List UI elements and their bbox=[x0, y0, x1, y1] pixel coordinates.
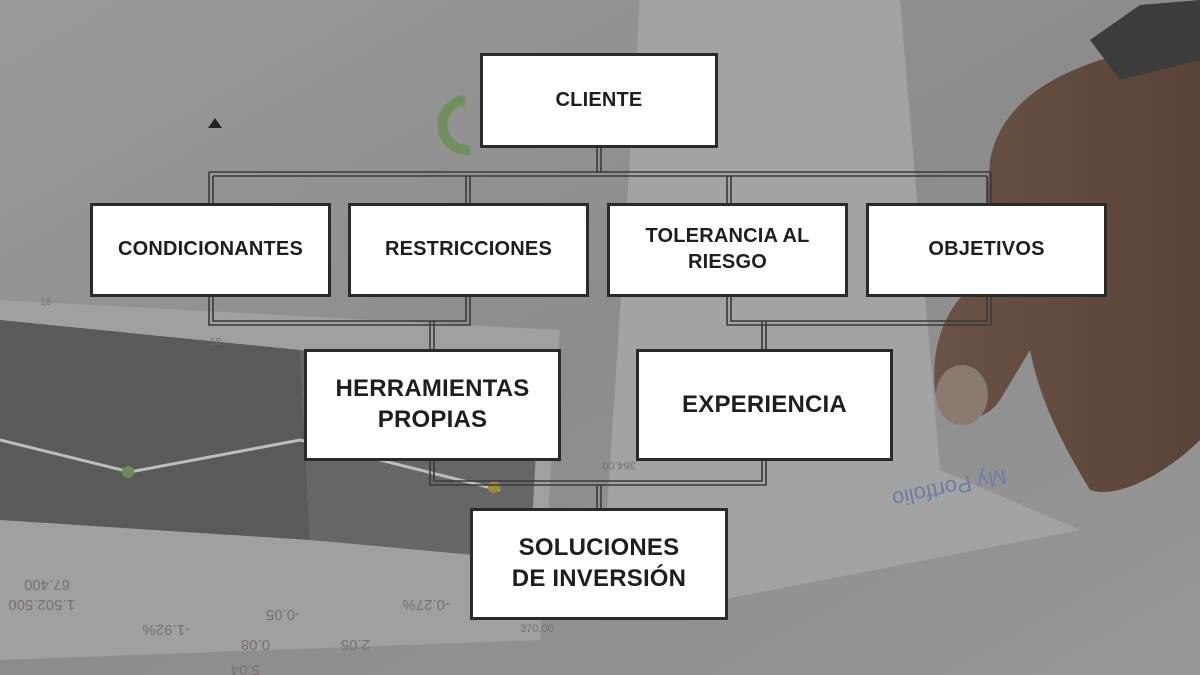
background-triangle-icon bbox=[208, 118, 222, 128]
background-axis-value: 370.00 bbox=[520, 623, 554, 635]
background-table-value: 1.502.500 bbox=[8, 596, 75, 613]
node-cliente-label: CLIENTE bbox=[555, 88, 643, 111]
background-chart-line bbox=[0, 438, 501, 492]
connector-drop-soluciones bbox=[596, 485, 602, 508]
background-axis-value: 364.00 bbox=[602, 459, 636, 471]
node-soluciones-label: SOLUCIONES DE INVERSIÓN bbox=[511, 534, 687, 592]
node-tolerancia-label: TOLERANCIA AL RIESGO bbox=[645, 225, 810, 273]
background-table-value: -0.27% bbox=[402, 596, 450, 613]
background-table-value: 67.400 bbox=[24, 576, 70, 593]
background-donut bbox=[437, 95, 471, 156]
background-axis-tick: 18 bbox=[40, 297, 52, 308]
connector-drop-experiencia bbox=[761, 321, 767, 349]
connector-drop-objetivos bbox=[986, 172, 992, 203]
node-cliente: CLIENTE bbox=[480, 53, 718, 148]
background-fingernail bbox=[936, 365, 988, 425]
node-herramientas-label: HERRAMIENTAS PROPIAS bbox=[335, 375, 530, 433]
paper-sheet bbox=[600, 0, 1080, 620]
connector-drop-tolerancia bbox=[726, 176, 732, 203]
connector-top-bus bbox=[209, 171, 991, 177]
background-chart-area bbox=[0, 320, 310, 540]
background-table-value: -1.92% bbox=[142, 621, 190, 638]
node-soluciones-de-inversion: SOLUCIONES DE INVERSIÓN bbox=[470, 508, 728, 620]
background-chart-dot-2 bbox=[488, 481, 500, 493]
background-table-value: 2.05 bbox=[341, 636, 370, 653]
background-watch bbox=[1090, 0, 1200, 80]
node-restricciones-label: RESTRICCIONES bbox=[384, 238, 553, 261]
node-restricciones: RESTRICCIONES bbox=[348, 203, 589, 297]
node-tolerancia-al-riesgo: TOLERANCIA AL RIESGO bbox=[607, 203, 848, 297]
node-objetivos: OBJETIVOS bbox=[866, 203, 1107, 297]
connector-drop-condicionantes bbox=[208, 172, 214, 203]
background-chart-dot bbox=[122, 466, 134, 478]
background-table-value: -0.05 bbox=[266, 606, 300, 623]
connector-left-bus bbox=[208, 297, 471, 326]
node-condicionantes-label: CONDICIONANTES bbox=[117, 238, 304, 261]
node-objetivos-label: OBJETIVOS bbox=[928, 238, 1045, 261]
connector-drop-restricciones bbox=[465, 176, 471, 203]
connector-right-bus bbox=[726, 297, 992, 326]
connector-drop-herramientas bbox=[429, 321, 435, 349]
connector-bottom-bus bbox=[429, 461, 767, 486]
connector-cliente-stem bbox=[596, 148, 602, 172]
background-axis-tick: 18 bbox=[210, 337, 222, 348]
background-table-value: 0.08 bbox=[241, 636, 270, 653]
node-experiencia: EXPERIENCIA bbox=[636, 349, 893, 461]
background-table-value: 5.04 bbox=[231, 661, 260, 675]
node-herramientas-propias: HERRAMIENTAS PROPIAS bbox=[304, 349, 561, 461]
node-condicionantes: CONDICIONANTES bbox=[90, 203, 331, 297]
node-experiencia-label: EXPERIENCIA bbox=[682, 390, 847, 418]
